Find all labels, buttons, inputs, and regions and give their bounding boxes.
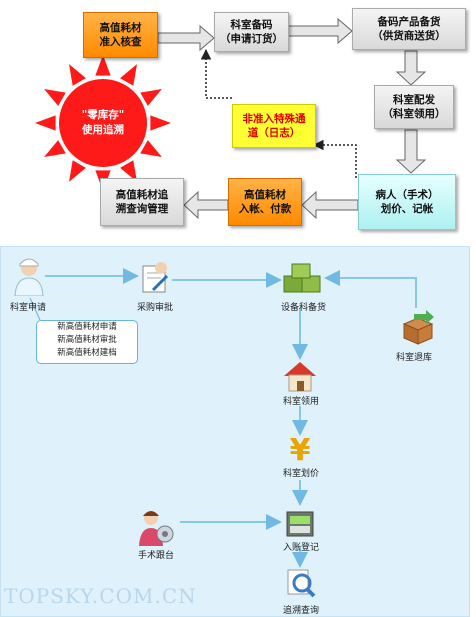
new-item-info-box: 新高值耗材申请 新高值耗材审批 新高值耗材建档 bbox=[36, 320, 138, 364]
sun-icon bbox=[35, 55, 171, 191]
watermark-text: TOPSKY.COM.CN bbox=[4, 584, 197, 608]
yen-icon: ¥ bbox=[290, 434, 311, 464]
info-line-apply: 新高值耗材申请 bbox=[57, 322, 117, 332]
approval-icon bbox=[142, 262, 169, 293]
box-code-supply: 备码产品备货 （供货商送货） bbox=[352, 8, 466, 50]
svg-text:¥: ¥ bbox=[290, 434, 311, 464]
label-dept-price: 科室划价 bbox=[283, 469, 320, 479]
sun-ray bbox=[120, 160, 137, 182]
bottom-flow-connectors bbox=[29, 268, 417, 568]
box-trace-management: 高值耗材追 溯查询管理 bbox=[100, 178, 184, 226]
arrow-return-to-stock bbox=[324, 270, 417, 308]
sun-ray bbox=[69, 160, 86, 182]
block-arrow-dispatch-to-patient bbox=[395, 129, 427, 174]
box-account-payment: 高值耗材 入帐、付款 bbox=[228, 178, 302, 226]
sun-ray bbox=[44, 89, 66, 106]
box-patient-billing: 病人（手术） 划价、记帐 bbox=[358, 174, 456, 230]
sun-ray bbox=[120, 64, 137, 86]
nurse-icon bbox=[14, 258, 44, 296]
sun-ray bbox=[69, 64, 86, 86]
label-equip-stock: 设备科备货 bbox=[281, 303, 327, 313]
block-arrow-account-to-trace bbox=[183, 190, 229, 220]
register-cabinet-icon bbox=[286, 511, 314, 537]
return-box-icon bbox=[402, 310, 434, 345]
sun-ray bbox=[95, 55, 111, 76]
label-purchase-approve: 采购审批 bbox=[137, 303, 174, 313]
surgeon-icon bbox=[139, 511, 174, 546]
block-arrow-patient-to-account bbox=[301, 190, 359, 220]
label-dept-apply: 科室申请 bbox=[10, 303, 47, 313]
block-arrow-supply-to-dispatch bbox=[395, 50, 427, 86]
sun-label: "零库存" 使用追溯 bbox=[81, 109, 125, 136]
sun-disc bbox=[59, 79, 147, 167]
box-dept-code: 科室备码 （申请订货） bbox=[214, 12, 289, 52]
box-hv-access-check: 高值耗材 准入核查 bbox=[83, 12, 158, 58]
stock-boxes-icon bbox=[283, 263, 321, 293]
sun-ray bbox=[35, 115, 56, 131]
top-flow-connectors bbox=[35, 17, 427, 220]
dotted-special-to-code-path bbox=[200, 49, 232, 99]
sun-ray bbox=[150, 115, 171, 131]
process-panel bbox=[0, 246, 470, 617]
box-dept-dispatch: 科室配发 （科室领用） bbox=[374, 85, 454, 129]
sun-ray bbox=[44, 140, 66, 157]
block-arrow-access-to-code bbox=[157, 24, 215, 52]
label-surgery-follow: 手术跟台 bbox=[138, 551, 175, 561]
sun-ray bbox=[140, 89, 162, 106]
house-icon bbox=[284, 362, 316, 392]
label-book-register: 入账登记 bbox=[283, 543, 320, 553]
sun-ray bbox=[140, 140, 162, 157]
connector-apply-to-info bbox=[29, 297, 41, 321]
label-dept-return: 科室退库 bbox=[396, 353, 433, 363]
magnifier-icon bbox=[287, 569, 316, 598]
block-arrow-code-to-supply bbox=[287, 17, 353, 45]
info-line-archive: 新高值耗材建档 bbox=[57, 348, 117, 358]
dotted-special-channel-path bbox=[313, 139, 357, 178]
label-dept-use: 科室领用 bbox=[283, 397, 320, 407]
box-special-channel: 非准入特殊通 道（日志） bbox=[232, 104, 316, 148]
info-line-approve: 新高值耗材审批 bbox=[57, 335, 117, 345]
label-trace-query: 追溯查询 bbox=[283, 606, 320, 616]
